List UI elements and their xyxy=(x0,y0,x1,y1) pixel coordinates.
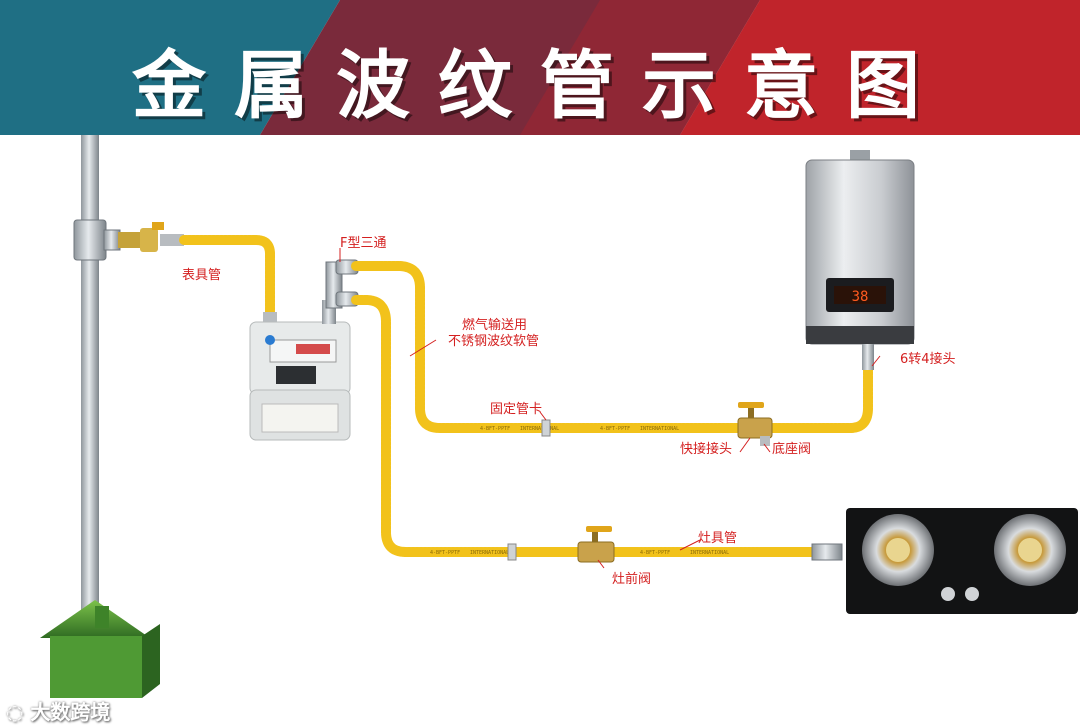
stove-pipe xyxy=(351,295,823,557)
riser-tee-icon xyxy=(73,219,121,261)
stove-connector-icon xyxy=(811,543,843,561)
label-fixed-clip: 固定管卡 xyxy=(490,402,543,417)
gas-stove-icon xyxy=(846,508,1078,614)
watermark-logo-icon: ◌ xyxy=(6,700,31,724)
heater-display: 38 xyxy=(852,289,869,305)
svg-text:4-BFT-PPTF: 4-BFT-PPTF xyxy=(600,426,630,432)
title-banner xyxy=(0,0,1080,135)
svg-text:INTERNATIONAL: INTERNATIONAL xyxy=(520,426,559,432)
label-stove-valve: 灶前阀 xyxy=(612,572,652,587)
label-transport-line2: 不锈钢波纹软管 xyxy=(448,334,540,349)
watermark: ◌ 大数跨境 xyxy=(6,696,110,725)
svg-text:4-BFT-PPTF: 4-BFT-PPTF xyxy=(430,550,460,556)
banner-right-band xyxy=(680,0,1080,135)
label-base-valve: 底座阀 xyxy=(772,442,812,457)
banner-left-band xyxy=(0,0,340,135)
banner-shade xyxy=(520,0,760,135)
pipe-markings: 4-BFT-PPTF INTERNATIONAL 4-BFT-PPTF INTERN… xyxy=(430,426,729,556)
stove-valve-icon xyxy=(577,526,615,563)
meter-inlet-valve-icon xyxy=(118,222,184,252)
label-quick-connector: 快接接头 xyxy=(680,442,733,457)
svg-text:INTERNATIONAL: INTERNATIONAL xyxy=(640,426,679,432)
label-transport-line1: 燃气输送用 xyxy=(462,318,528,333)
svg-text:INTERNATIONAL: INTERNATIONAL xyxy=(470,550,509,556)
label-meter-pipe: 表具管 xyxy=(182,268,222,283)
svg-text:INTERNATIONAL: INTERNATIONAL xyxy=(690,550,729,556)
meter-pipe xyxy=(179,235,275,327)
riser-pipe xyxy=(81,135,99,615)
svg-text:4-BFT-PPTF: 4-BFT-PPTF xyxy=(480,426,510,432)
page-title: 金属波纹管示意图 xyxy=(132,43,948,129)
water-heater-icon: 38 xyxy=(805,150,915,370)
base-valve-icon xyxy=(737,402,773,446)
house-icon xyxy=(40,600,160,698)
label-stove-pipe: 灶具管 xyxy=(698,531,738,546)
label-adapter: 6转4接头 xyxy=(900,352,956,367)
fixed-clip-icon xyxy=(541,419,551,437)
watermark-text: 大数跨境 xyxy=(30,700,111,724)
leader-lines xyxy=(339,248,881,569)
fixed-clip-icon-2 xyxy=(507,543,517,561)
label-f-tee: F型三通 xyxy=(340,236,387,251)
heater-pipe xyxy=(351,261,873,433)
svg-text:4-BFT-PPTF: 4-BFT-PPTF xyxy=(640,550,670,556)
gas-meter-icon xyxy=(249,300,351,441)
